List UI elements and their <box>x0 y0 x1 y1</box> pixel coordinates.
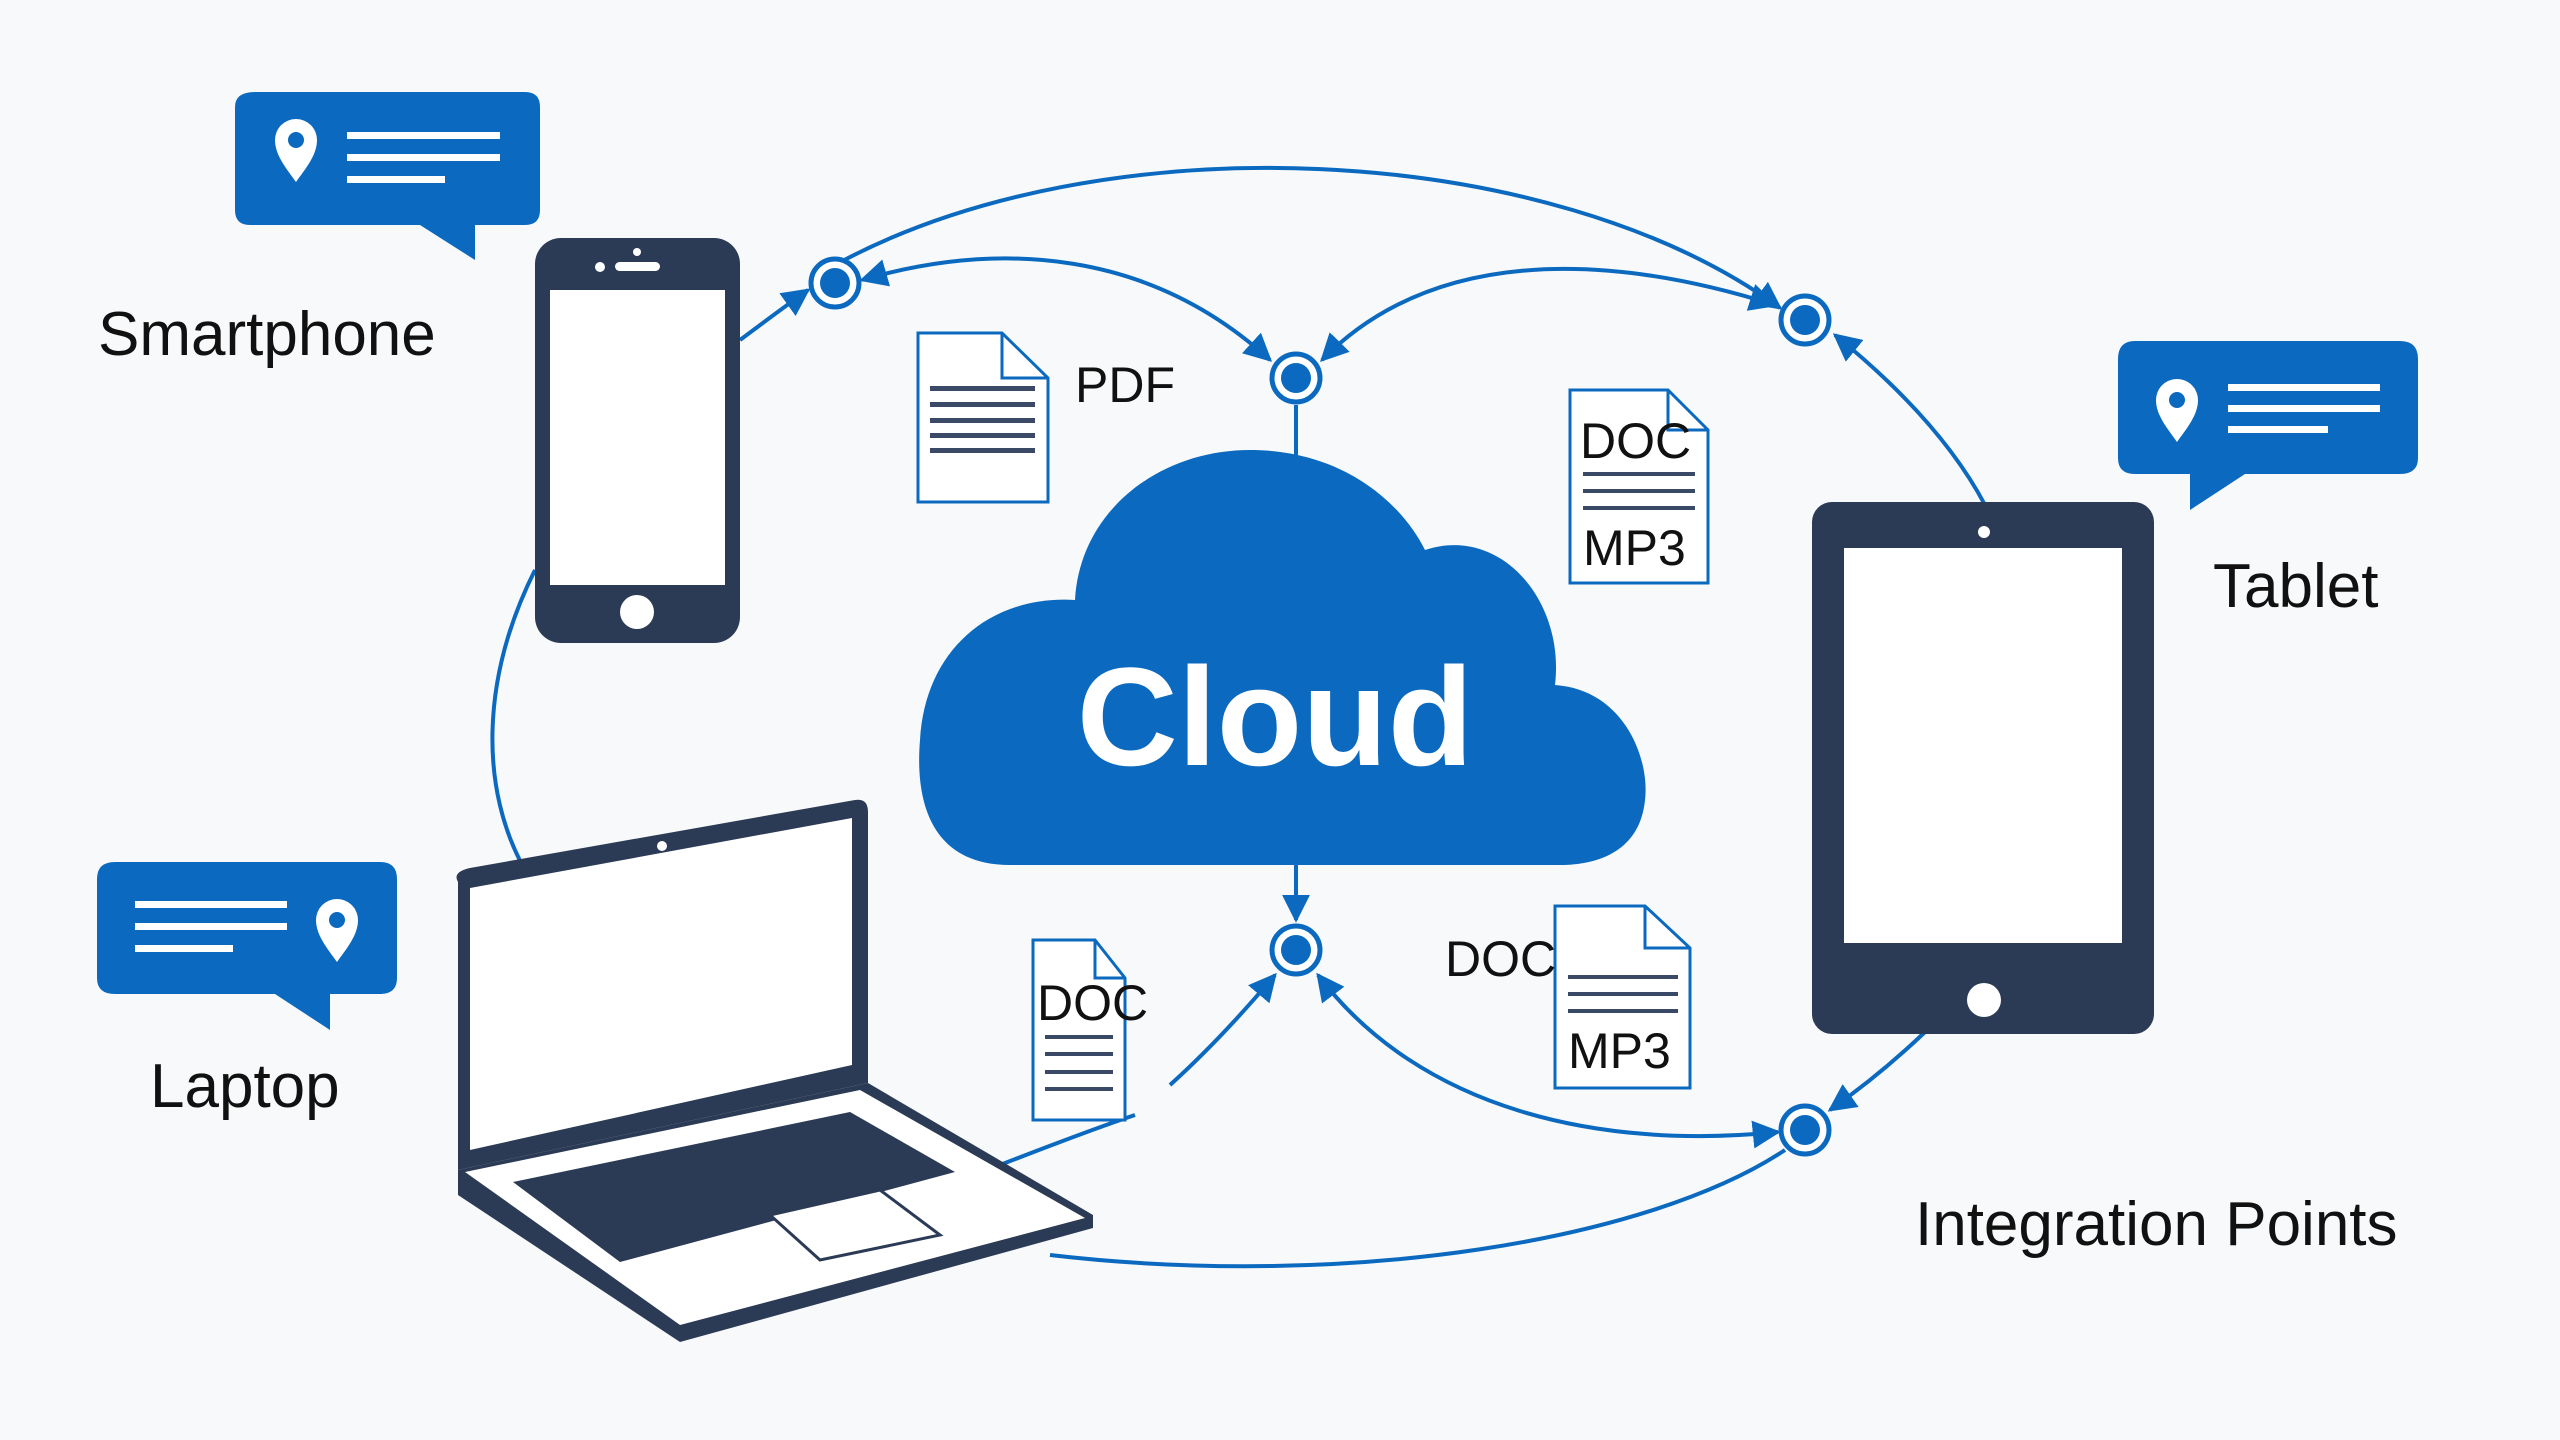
connector-left-arc <box>490 569 537 871</box>
connections <box>490 165 1987 1269</box>
cloud-label: Cloud <box>1077 638 1474 795</box>
location-pin-icon <box>316 899 358 962</box>
file-doc-mp3-top[interactable]: DOC MP3 <box>1568 388 1710 585</box>
integration-points-label: Integration Points <box>1915 1190 2398 1259</box>
document-icon <box>1553 904 1692 1090</box>
file-label-mp3: MP3 <box>1583 520 1686 576</box>
tablet-location-bubble <box>2118 341 2418 510</box>
smartphone-label: Smartphone <box>98 300 436 369</box>
connector-laptop-to-doc <box>999 1113 1136 1167</box>
connector-laptop-to-node5 <box>1049 1148 1787 1269</box>
laptop-location-bubble <box>97 862 397 1030</box>
cloud-shape[interactable]: Cloud <box>919 450 1646 865</box>
integration-nodes <box>808 256 1832 1157</box>
file-label-doc: DOC <box>1445 931 1556 987</box>
connector-phone-to-node1 <box>738 288 811 342</box>
smartphone-location-bubble <box>235 92 540 260</box>
file-label-pdf: PDF <box>1075 357 1175 413</box>
cloud-icon <box>919 450 1646 865</box>
laptop-device[interactable] <box>456 799 1094 1342</box>
integration-point-node[interactable] <box>1269 923 1323 977</box>
connector-node5-node4 <box>1316 972 1781 1149</box>
file-label-doc: DOC <box>1037 975 1148 1031</box>
laptop-keyboard <box>513 1112 955 1262</box>
smartphone-device[interactable] <box>535 238 740 643</box>
integration-point-node[interactable] <box>1269 351 1323 405</box>
connector-tablet-to-node5 <box>1827 1030 1927 1112</box>
laptop-label: Laptop <box>150 1052 340 1121</box>
document-icon <box>1568 388 1710 585</box>
file-label-doc: DOC <box>1580 413 1691 469</box>
location-pin-icon <box>2156 379 2198 442</box>
document-icon <box>916 331 1050 504</box>
integration-point-node[interactable] <box>1778 1103 1832 1157</box>
integration-point-node[interactable] <box>808 256 862 310</box>
file-doc-mp3-bottom[interactable]: DOC MP3 <box>1445 904 1692 1090</box>
document-icon <box>1031 938 1127 1122</box>
connector-doc-to-node4 <box>1168 972 1277 1087</box>
file-label-mp3: MP3 <box>1568 1023 1671 1079</box>
tablet-label: Tablet <box>2213 552 2378 621</box>
tablet-device[interactable] <box>1812 502 2154 1034</box>
connector-node3-node2 <box>1320 266 1778 362</box>
location-pin-icon <box>275 119 317 182</box>
file-pdf[interactable]: PDF <box>916 331 1175 504</box>
file-doc-bottom-left[interactable]: DOC <box>1031 938 1148 1122</box>
connector-node1-node2 <box>859 256 1273 362</box>
integration-point-node[interactable] <box>1778 293 1832 347</box>
connector-tablet-to-node3 <box>1832 333 1987 506</box>
connector-outer-top <box>834 165 1783 310</box>
